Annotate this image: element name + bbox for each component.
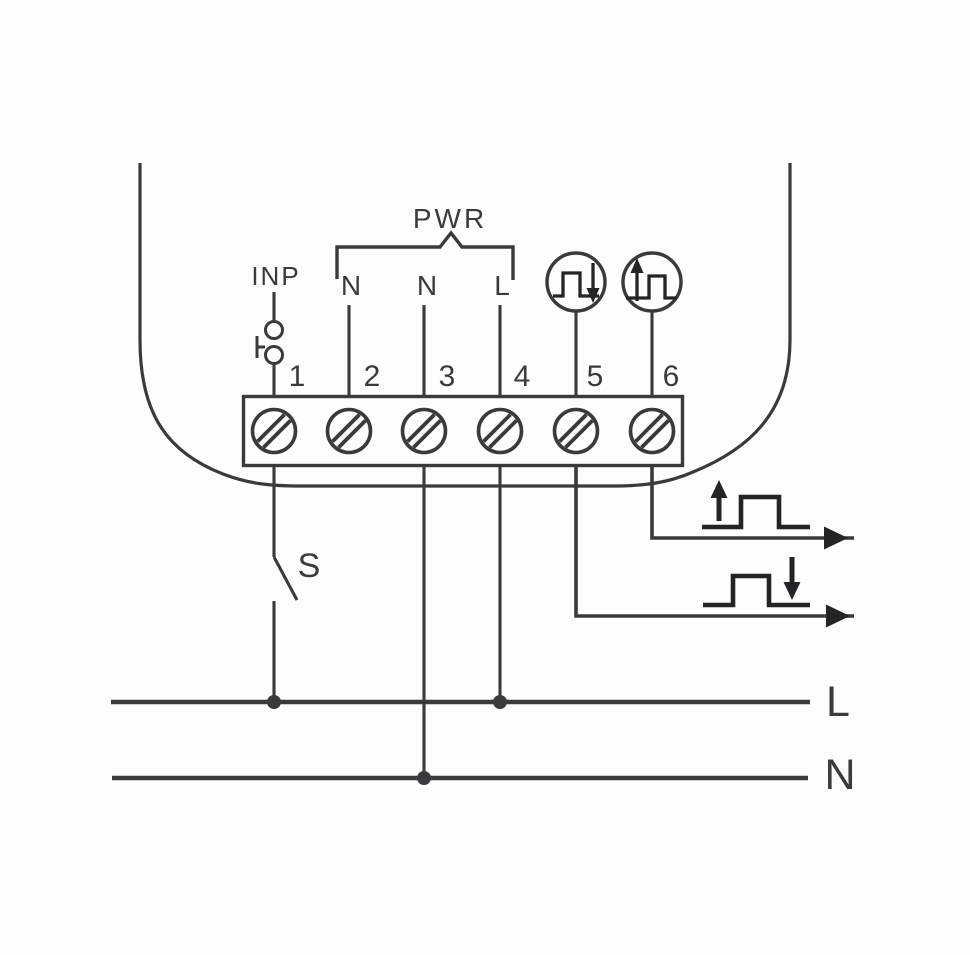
terminal-1-number: 1 <box>288 360 306 393</box>
terminal-4-number: 4 <box>513 360 531 393</box>
input-wires <box>272 292 654 397</box>
junction-dot <box>417 771 431 785</box>
terminal-6-number: 6 <box>662 360 680 393</box>
terminal-4-wire-label: L <box>494 270 510 301</box>
rising-edge-pulse-waveform-icon <box>702 480 810 530</box>
push-button-icon <box>255 320 284 365</box>
junction-dot <box>267 695 281 709</box>
rising-arrow-then-pulse-icon <box>621 251 683 313</box>
pulse-then-falling-arrow-icon <box>545 251 607 313</box>
terminal-3-wire-label: N <box>416 270 438 301</box>
input-label: INP <box>251 261 301 291</box>
terminal-3-number: 3 <box>438 360 456 393</box>
switch-label: S <box>297 547 321 585</box>
falling-edge-pulse-waveform-icon <box>703 557 810 608</box>
neutral-bus-label: N <box>824 751 856 799</box>
switch-icon <box>272 556 299 601</box>
junction-dot <box>493 695 507 709</box>
line-bus-label: L <box>826 678 850 726</box>
power-label: PWR <box>412 203 488 234</box>
terminal-block <box>241 394 685 468</box>
output-wires <box>272 465 854 778</box>
device-outline <box>138 163 792 488</box>
terminal-2-number: 2 <box>363 360 381 393</box>
right-arrowhead-icon <box>824 526 848 550</box>
terminal-2-wire-label: N <box>340 270 362 301</box>
pwr-bracket <box>335 230 515 280</box>
terminal-5-number: 5 <box>586 360 604 393</box>
right-arrowhead-icon <box>826 604 850 628</box>
